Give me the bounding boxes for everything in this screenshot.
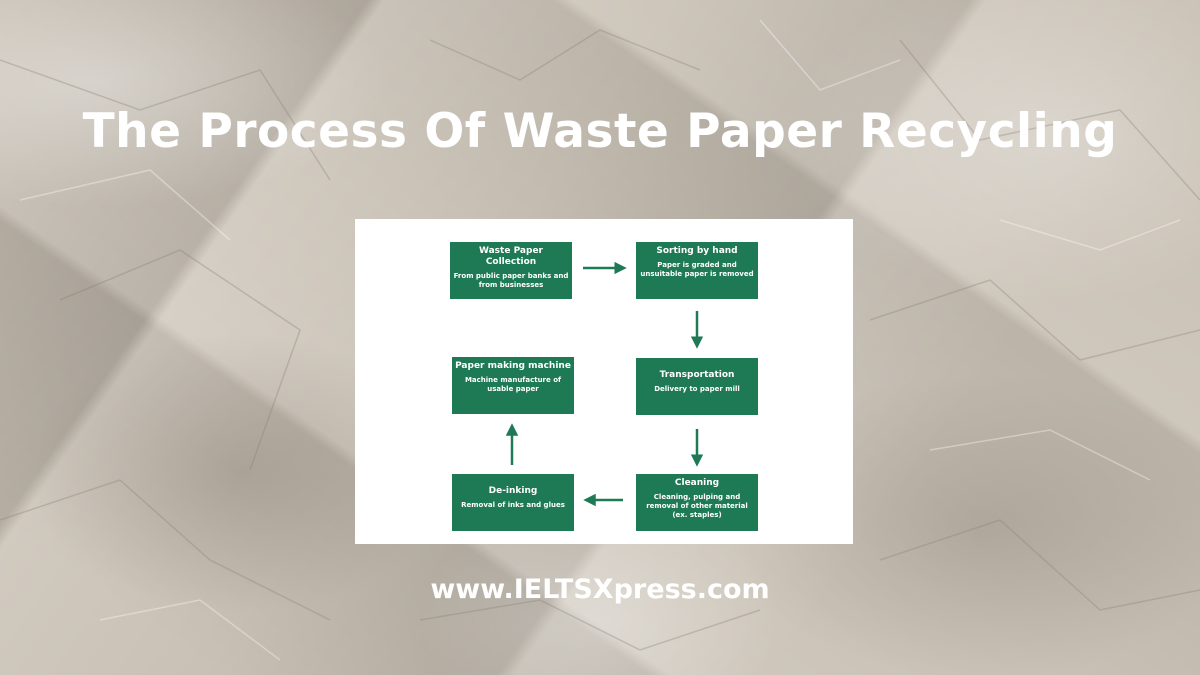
page-title: The Process Of Waste Paper Recycling (82, 104, 1118, 159)
step-description: Cleaning, pulping and removal of other m… (646, 493, 748, 519)
step-title: Cleaning (674, 478, 720, 488)
step-title: Waste Paper Collection (479, 246, 543, 267)
website-url: www.IELTSXpress.com (430, 574, 770, 605)
step-title: De-inking (488, 486, 538, 496)
step-description: Machine manufacture of usable paper (464, 376, 562, 393)
step-transportation: Transportation Delivery to paper mill (636, 358, 758, 415)
step-cleaning: Cleaning Cleaning, pulping and removal o… (636, 474, 758, 531)
step-title: Sorting by hand (656, 246, 738, 256)
step-description: From public paper banks and from busines… (453, 272, 569, 289)
step-title: Paper making machine (455, 361, 571, 371)
flow-arrows (505, 261, 704, 507)
step-sorting-by-hand: Sorting by hand Paper is graded and unsu… (636, 242, 758, 299)
step-title: Transportation (659, 370, 735, 380)
step-paper-making-machine: Paper making machine Machine manufacture… (452, 357, 574, 414)
step-waste-paper-collection: Waste Paper Collection From public paper… (450, 242, 572, 299)
flowchart-panel: Waste Paper Collection From public paper… (355, 219, 853, 544)
step-description: Paper is graded and unsuitable paper is … (640, 261, 754, 278)
step-description: Removal of inks and glues (461, 501, 565, 509)
step-description: Delivery to paper mill (654, 385, 740, 393)
step-de-inking: De-inking Removal of inks and glues (452, 474, 574, 531)
